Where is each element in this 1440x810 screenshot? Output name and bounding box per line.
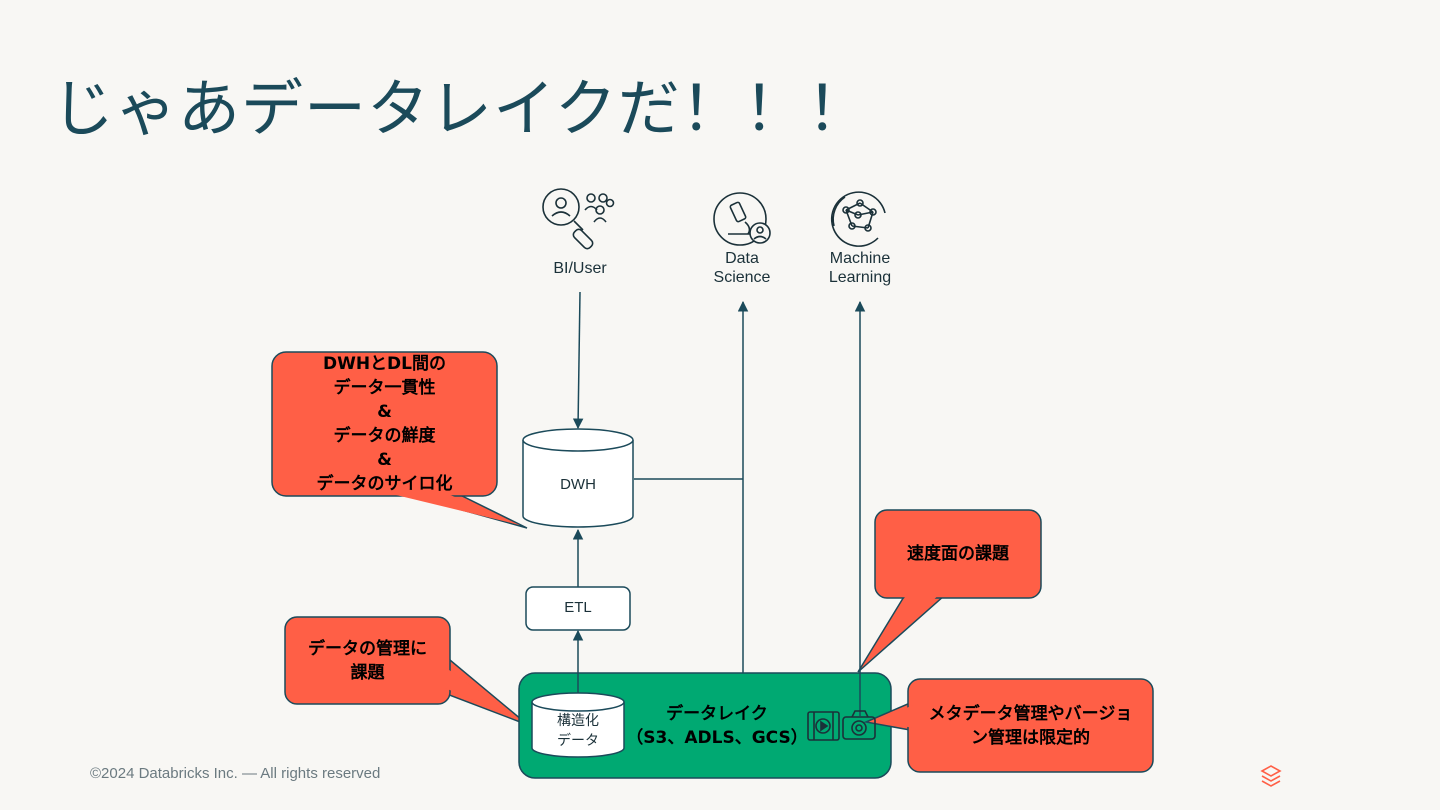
callout-consistency-line: データのサイロ化 xyxy=(316,474,453,494)
data-science-label: Data Science xyxy=(692,249,792,287)
machine-learning-label-line1: Machine xyxy=(829,250,891,267)
etl-box xyxy=(525,586,631,631)
databricks-logo-icon xyxy=(1260,765,1282,787)
callout-speed xyxy=(857,509,1042,673)
slide-title: じゃあデータレイクだ！！！ xyxy=(52,72,870,145)
callout-management-text: データの管理に 課題 xyxy=(285,637,450,685)
machine-learning-icon xyxy=(830,191,886,247)
callout-metadata xyxy=(863,678,1154,773)
data-science-icon xyxy=(713,192,771,246)
callout-consistency-text: DWHとDL間の データ一貫性 & データの鮮度 & データのサイロ化 xyxy=(272,352,497,496)
callout-speed-line: 速度面の課題 xyxy=(907,544,1009,564)
callout-consistency-line: & xyxy=(377,450,392,470)
callout-management-line: データの管理に xyxy=(308,639,427,659)
callout-consistency xyxy=(271,351,528,529)
video-icon xyxy=(807,711,840,741)
data-science-label-line2: Science xyxy=(713,269,771,286)
data-lake-label: データレイク （S3、ADLS、GCS） xyxy=(622,702,812,750)
camera-icon xyxy=(842,710,876,740)
callout-metadata-text: メタデータ管理やバージョ ン管理は限定的 xyxy=(908,702,1153,750)
callout-metadata-line: ン管理は限定的 xyxy=(971,728,1090,748)
structured-data-label: 構造化 データ xyxy=(532,711,624,751)
callout-management xyxy=(284,616,529,726)
data-science-label-line1: Data xyxy=(725,250,759,267)
callout-metadata-line: メタデータ管理やバージョ xyxy=(928,704,1133,724)
data-lake-label-line1: データレイク xyxy=(666,704,768,724)
callout-consistency-line: DWHとDL間の xyxy=(322,354,447,374)
etl-label: ETL xyxy=(564,599,592,616)
dwh-label: DWH xyxy=(560,476,596,493)
dwh-cylinder xyxy=(522,428,634,528)
machine-learning-label-line2: Learning xyxy=(828,269,892,286)
callout-speed-text: 速度面の課題 xyxy=(875,542,1041,566)
connectors xyxy=(572,291,866,716)
bi-user-icon xyxy=(542,188,615,250)
callout-management-line: 課題 xyxy=(350,663,385,683)
structured-data-cylinder xyxy=(531,692,625,758)
structured-data-label-line2: データ xyxy=(557,733,599,749)
structured-data-label-line1: 構造化 xyxy=(557,713,599,729)
machine-learning-label: Machine Learning xyxy=(810,249,910,287)
callout-consistency-line: データの鮮度 xyxy=(333,426,436,446)
callout-consistency-line: データ一貫性 xyxy=(333,378,436,398)
callout-consistency-line: & xyxy=(377,402,392,422)
footer-copyright: ©2024 Databricks Inc. — All rights reser… xyxy=(90,765,381,782)
bi-user-label: BI/User xyxy=(553,260,607,277)
data-lake-label-line2: （S3、ADLS、GCS） xyxy=(626,728,808,748)
